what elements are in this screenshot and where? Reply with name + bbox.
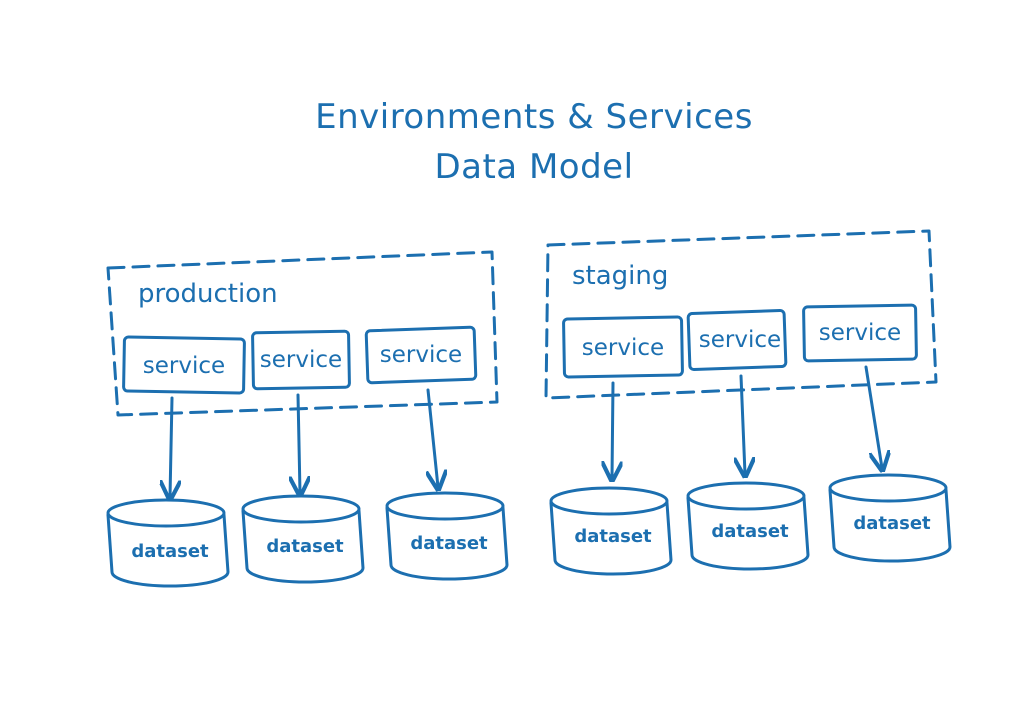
- dataset-label: dataset: [574, 526, 652, 547]
- service-label: service: [380, 342, 462, 368]
- dataset-label: dataset: [711, 521, 789, 542]
- dataset-label: dataset: [266, 536, 344, 557]
- service-box-outline: [251, 329, 351, 391]
- service-to-dataset-arrow: [298, 393, 300, 493]
- service-label: service: [819, 320, 901, 346]
- dataset-cylinder: dataset: [686, 481, 810, 571]
- environment-staging: staging service service service dataset …: [544, 229, 952, 576]
- service-box-outline: [122, 335, 246, 395]
- dataset-cylinder-top: [241, 494, 361, 524]
- title-line-2: Data Model: [434, 147, 633, 187]
- dataset-cylinder-top: [385, 491, 505, 521]
- service-label: service: [699, 327, 781, 353]
- service-box: service: [686, 308, 788, 372]
- environment-production: production service service service datas…: [106, 250, 509, 588]
- service-to-dataset-arrow: [741, 374, 745, 474]
- service-to-dataset-arrow: [428, 388, 438, 487]
- diagram-title: Environments & Services Data Model: [315, 97, 753, 187]
- service-to-dataset-arrow: [612, 381, 613, 478]
- dataset-cylinder-body: [549, 501, 673, 576]
- service-box-outline: [364, 325, 478, 385]
- environment-label: production: [138, 279, 278, 309]
- service-box: service: [122, 335, 246, 395]
- service-box: service: [364, 325, 478, 385]
- dataset-cylinder: dataset: [385, 491, 509, 581]
- service-to-dataset-arrow: [170, 396, 172, 497]
- dataset-cylinder: dataset: [241, 494, 365, 584]
- dataset-cylinder-top: [106, 498, 226, 528]
- title-line-1: Environments & Services: [315, 97, 753, 137]
- service-to-dataset-arrow: [864, 365, 882, 468]
- dataset-cylinder-top: [686, 481, 806, 511]
- service-box-outline: [562, 315, 684, 379]
- service-label: service: [143, 353, 225, 379]
- dataset-cylinder-body: [106, 513, 230, 588]
- dataset-label: dataset: [131, 541, 209, 562]
- service-label: service: [582, 335, 664, 361]
- environment-boundary: [106, 250, 499, 417]
- dataset-label: dataset: [410, 533, 488, 554]
- environment-label: staging: [572, 261, 668, 291]
- dataset-cylinder-body: [686, 496, 810, 571]
- service-label: service: [260, 347, 342, 373]
- environment-boundary: [544, 229, 938, 400]
- dataset-cylinder-body: [385, 506, 509, 581]
- dataset-cylinder-body: [828, 488, 952, 563]
- service-box-outline: [802, 303, 918, 363]
- service-box: service: [251, 329, 351, 391]
- dataset-cylinder-body: [241, 509, 365, 584]
- dataset-cylinder: dataset: [828, 473, 952, 563]
- service-box: service: [562, 315, 684, 379]
- dataset-label: dataset: [853, 513, 931, 534]
- service-box: service: [802, 303, 918, 363]
- dataset-cylinder-top: [828, 473, 948, 503]
- dataset-cylinder: dataset: [549, 486, 673, 576]
- dataset-cylinder-top: [549, 486, 669, 516]
- dataset-cylinder: dataset: [106, 498, 230, 588]
- service-box-outline: [686, 308, 788, 372]
